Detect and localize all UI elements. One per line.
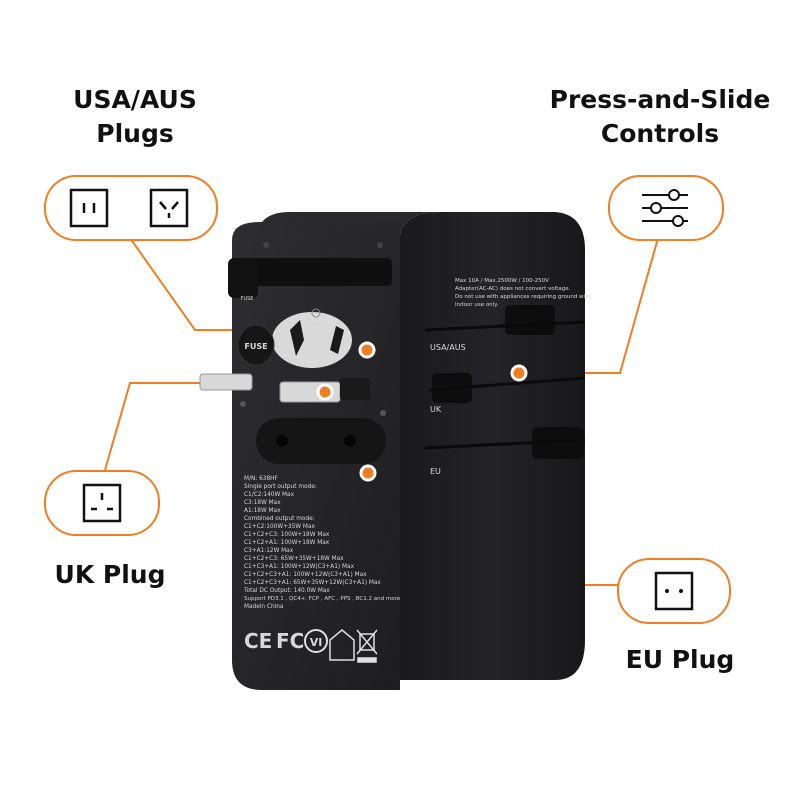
eu-dot [359, 464, 377, 482]
usa-aus-plugs-label: USA/AUS Plugs [40, 83, 230, 151]
svg-text:Single port output mode:: Single port output mode: [244, 484, 317, 490]
press-slide-label-line-2: Controls [600, 119, 720, 148]
side-spec-line-0: Max 10A / Max.2500W / 100-250V [455, 278, 549, 284]
aus-socket-icon [149, 188, 189, 228]
svg-text:C1+C2+A1: 100W+18W Max: C1+C2+A1: 100W+18W Max [244, 540, 330, 546]
fuse-label: FUSE [244, 342, 267, 351]
uk-dot [316, 383, 334, 401]
usa-socket-icon [69, 188, 109, 228]
svg-text:C1/C2:140W Max: C1/C2:140W Max [244, 492, 295, 498]
uk-callout [44, 470, 160, 536]
usa-jp-socket-label: USA/JP [309, 346, 323, 351]
eu-socket-icon [654, 571, 694, 611]
usa-aus-label-line-2: Plugs [96, 119, 174, 148]
weee-bin-icon [356, 629, 378, 663]
fcc-mark: FC [276, 629, 304, 653]
svg-text:C1+C2+C3: 65W+35W+18W Max: C1+C2+C3: 65W+35W+18W Max [244, 556, 344, 562]
sliders-icon [642, 189, 688, 227]
svg-text:C3:18W Max: C3:18W Max [244, 500, 281, 506]
eu-callout [617, 558, 731, 624]
eu-plug-label: EU Plug [625, 645, 735, 674]
svg-text:Combined output mode:: Combined output mode: [244, 516, 315, 522]
press-slide-controls-label: Press-and-Slide Controls [540, 83, 780, 151]
slider-label-eu: EU [430, 467, 441, 476]
aus-socket-label: AUS [311, 322, 321, 328]
uk-plug-label: UK Plug [54, 560, 166, 589]
svg-text:M/N: 638HF: M/N: 638HF [244, 476, 278, 482]
svg-text:C1+C2+C3: 100W+18W Max: C1+C2+C3: 100W+18W Max [244, 532, 330, 538]
svg-text:Total DC Output: 140.0W Max: Total DC Output: 140.0W Max [243, 588, 330, 594]
vi-mark: VI [310, 636, 323, 649]
press-slide-label-line-1: Press-and-Slide [549, 85, 771, 114]
side-spec-line-3: Indoor use only. [455, 302, 499, 308]
slider-label-usa-aus: USA/AUS [430, 343, 466, 352]
svg-text:C1+C3+A1: 100W+12W(C3+A1) Max: C1+C3+A1: 100W+12W(C3+A1) Max [244, 564, 355, 570]
uk-socket-icon [82, 483, 122, 523]
fuse-label-small: FUSE [241, 296, 254, 302]
usa-aus-callout [44, 175, 218, 241]
svg-text:Support PD3.1 , QC4+, FCP , AF: Support PD3.1 , QC4+, FCP , AFC , PPS , … [244, 596, 401, 602]
svg-text:C1+C2+C3+A1: 65W+35W+12W(C3+A1: C1+C2+C3+A1: 65W+35W+12W(C3+A1) Max [244, 580, 381, 586]
press-slide-callout [608, 175, 724, 241]
svg-text:A1:18W Max: A1:18W Max [244, 508, 281, 514]
uk-connector [104, 382, 205, 471]
usa-aus-dot [358, 341, 376, 359]
press-slide-dot [510, 364, 528, 382]
svg-text:C3+A1:12W Max: C3+A1:12W Max [244, 548, 294, 554]
svg-text:Madein China: Madein China [244, 604, 284, 610]
ce-mark: CE [244, 629, 272, 653]
house-icon [329, 629, 355, 661]
side-spec-line-2: Do not use with appliances requiring gro… [455, 294, 593, 300]
svg-text:C1+C2+C3+A1: 100W+12W(C3+A1) M: C1+C2+C3+A1: 100W+12W(C3+A1) Max [244, 572, 367, 578]
spec-text-block: M/N: 638HF Single port output mode: C1/C… [243, 476, 401, 610]
svg-text:C1+C2:100W+35W Max: C1+C2:100W+35W Max [244, 524, 315, 530]
side-spec-line-1: Adapter(AC-AC) does not convert voltage. [455, 286, 571, 292]
usa-aus-label-line-1: USA/AUS [73, 85, 197, 114]
slider-label-uk: UK [430, 405, 442, 414]
